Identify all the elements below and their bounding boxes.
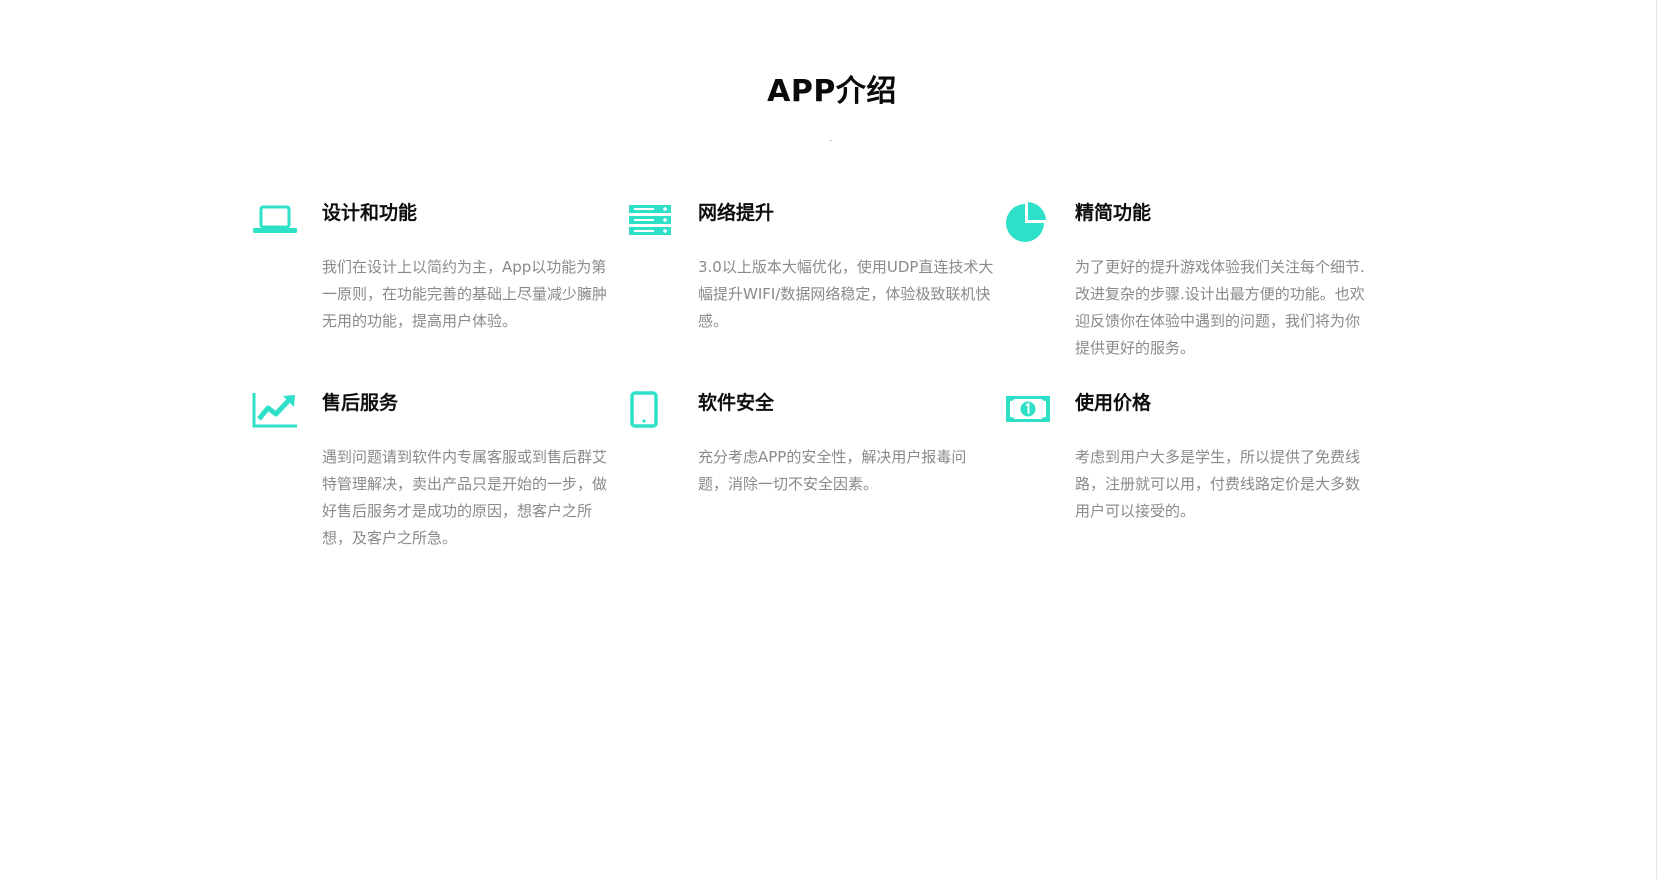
server-icon (628, 200, 674, 246)
feature-title: 精简功能 (1075, 202, 1152, 224)
scrollbar[interactable] (1656, 0, 1657, 879)
feature-description: 为了更好的提升游戏体验我们关注每个细节.改进复杂的步骤.设计出最方便的功能。也欢… (1075, 258, 1365, 357)
title-divider (830, 140, 832, 141)
feature-title: 网络提升 (698, 202, 775, 224)
feature-description: 遇到问题请到软件内专属客服或到售后群艾特管理解决，卖出产品只是开始的一步，做好售… (322, 448, 608, 547)
feature-security: 软件安全 充分考虑APP的安全性，解决用户报毒问题，消除一切不安全因素。 (628, 390, 998, 560)
feature-title: 售后服务 (322, 392, 399, 414)
feature-network: 网络提升 3.0以上版本大幅优化，使用UDP直连技术大幅提升WIFI/数据网络稳… (628, 200, 998, 370)
trend-up-chart-icon (252, 390, 298, 436)
feature-pricing: 使用价格 考虑到用户大多是学生，所以提供了免费线路，注册就可以用，付费线路定价是… (1005, 390, 1375, 560)
feature-title: 软件安全 (698, 392, 775, 414)
pie-chart-icon (1005, 200, 1051, 246)
tablet-icon (628, 390, 674, 436)
feature-after-sales: 售后服务 遇到问题请到软件内专属客服或到售后群艾特管理解决，卖出产品只是开始的一… (252, 390, 622, 560)
feature-description: 我们在设计上以简约为主，App以功能为第一原则，在功能完善的基础上尽量减少臃肿无… (322, 258, 608, 330)
feature-title: 设计和功能 (322, 202, 418, 224)
feature-design: 设计和功能 我们在设计上以简约为主，App以功能为第一原则，在功能完善的基础上尽… (252, 200, 622, 370)
section-title: APP介绍 (767, 74, 897, 109)
feature-streamlined: 精简功能 为了更好的提升游戏体验我们关注每个细节.改进复杂的步骤.设计出最方便的… (1005, 200, 1375, 370)
feature-title: 使用价格 (1075, 392, 1152, 414)
feature-description: 3.0以上版本大幅优化，使用UDP直连技术大幅提升WIFI/数据网络稳定，体验极… (698, 258, 994, 330)
banknote-icon (1005, 390, 1051, 436)
feature-description: 充分考虑APP的安全性，解决用户报毒问题，消除一切不安全因素。 (698, 448, 967, 493)
laptop-icon (252, 200, 298, 246)
feature-description: 考虑到用户大多是学生，所以提供了免费线路，注册就可以用，付费线路定价是大多数用户… (1075, 448, 1361, 520)
